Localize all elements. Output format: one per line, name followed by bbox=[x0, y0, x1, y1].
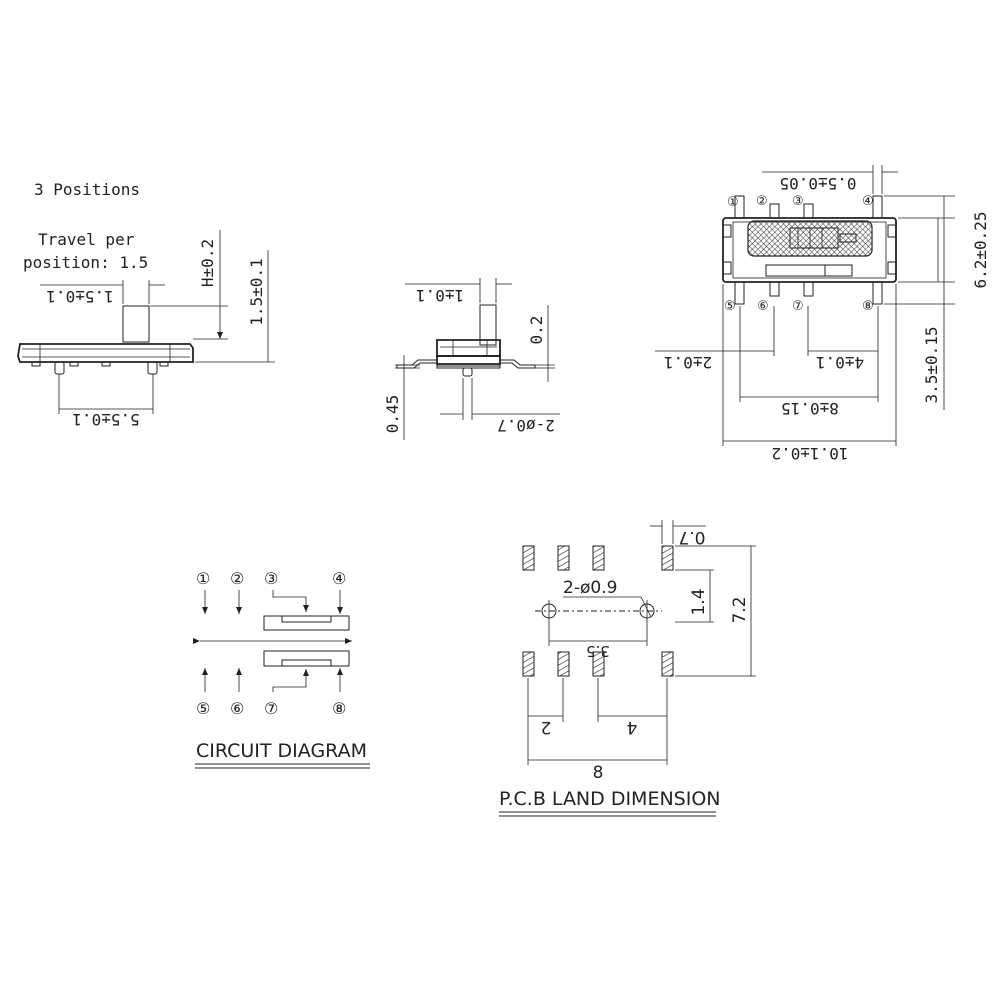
side-view: 1.5±0.1 H±0.2 1.5±0.1 5.5±0.1 bbox=[17, 230, 275, 429]
pcb-dim-pitch-4: 4 bbox=[627, 717, 638, 737]
pcb-pad-4 bbox=[661, 545, 674, 571]
circuit-pin-label-6: ⑥ bbox=[230, 699, 244, 718]
top-dim-pitch-4: 4±0.1 bbox=[816, 353, 864, 372]
travel-note-line2: position: 1.5 bbox=[23, 253, 148, 272]
top-pin-label-2: ② bbox=[756, 194, 768, 209]
end-view-post bbox=[462, 367, 473, 377]
pcb-dim-total-h: 7.2 bbox=[730, 596, 750, 623]
pcb-land: 2-ø0.9 3.5 0.7 1.4 7.2 2 4 bbox=[499, 520, 756, 817]
top-view-slot bbox=[765, 264, 853, 277]
circuit-diagram: ① ② ③ ④ ⑤ ⑥ ⑦ ⑧ CIRCUIT DIAGRAM bbox=[193, 569, 370, 769]
side-dim-knob-width: 1.5±0.1 bbox=[46, 287, 113, 306]
side-view-body bbox=[17, 343, 194, 363]
circuit-pin-label-8: ⑧ bbox=[332, 699, 346, 718]
pcb-dim-holes: 2-ø0.9 bbox=[563, 578, 617, 598]
circuit-pin-label-7: ⑦ bbox=[264, 699, 278, 718]
travel-note-line1: Travel per bbox=[38, 230, 135, 249]
top-dim-length: 10.1±0.2 bbox=[771, 444, 848, 463]
top-pin-label-5: ⑤ bbox=[724, 299, 736, 314]
circuit-pin-label-2: ② bbox=[230, 569, 244, 588]
top-pin-label-7: ⑦ bbox=[792, 299, 804, 314]
positions-note: 3 Positions bbox=[34, 180, 140, 199]
side-dim-pin-pitch: 5.5±0.1 bbox=[72, 410, 139, 429]
pcb-dim-pad: 0.7 bbox=[678, 527, 705, 547]
pcb-pad-8 bbox=[661, 651, 674, 677]
side-dim-height-h: H±0.2 bbox=[198, 239, 217, 287]
top-dim-span-8: 8±0.15 bbox=[781, 399, 839, 418]
side-view-post-right bbox=[147, 361, 158, 375]
top-view-body bbox=[722, 217, 897, 283]
end-dim-knob-width: 1±0.1 bbox=[416, 286, 464, 305]
top-pin-label-6: ⑥ bbox=[757, 299, 769, 314]
pcb-dim-hole-pitch: 3.5 bbox=[586, 642, 610, 660]
side-view-post-left bbox=[54, 361, 65, 375]
end-view-knob bbox=[479, 304, 497, 346]
top-dim-tab: 0.5±0.05 bbox=[779, 174, 856, 193]
end-view-housing bbox=[436, 339, 501, 357]
top-view: ① ② ③ ④ ⑤ ⑥ ⑦ ⑧ 0.5±0.05 6.2±0.25 3.5±0.… bbox=[655, 165, 990, 463]
notes-block: 3 Positions Travel per position: 1.5 bbox=[23, 180, 148, 272]
pcb-pad-3 bbox=[592, 545, 605, 571]
top-pin-label-4: ④ bbox=[862, 194, 874, 209]
pcb-pad-5 bbox=[522, 651, 535, 677]
side-dim-knob-height: 1.5±0.1 bbox=[247, 258, 266, 325]
top-dim-pitch-2: 2±0.1 bbox=[664, 353, 712, 372]
end-dim-lead: 0.45 bbox=[383, 395, 402, 434]
top-dim-lead-span: 3.5±0.15 bbox=[922, 326, 941, 403]
end-dim-post: 2-ø0.7 bbox=[497, 416, 555, 435]
pcb-land-title: P.C.B LAND DIMENSION bbox=[499, 788, 721, 810]
circuit-pin-label-3: ③ bbox=[264, 569, 278, 588]
pcb-pad-1 bbox=[522, 545, 535, 571]
pcb-dim-row-gap: 1.4 bbox=[689, 588, 709, 615]
pcb-pad-7 bbox=[592, 651, 605, 677]
top-pin-label-1: ① bbox=[727, 195, 739, 210]
side-view-knob bbox=[122, 305, 150, 343]
pcb-dim-total-w: 8 bbox=[593, 763, 604, 783]
circuit-pin-label-5: ⑤ bbox=[196, 699, 210, 718]
top-dim-width: 6.2±0.25 bbox=[971, 211, 990, 288]
end-view: 1±0.1 0.2 0.45 2-ø0.7 bbox=[383, 278, 560, 440]
pcb-pad-6 bbox=[557, 651, 570, 677]
top-pin-label-3: ③ bbox=[792, 194, 804, 209]
circuit-diagram-title: CIRCUIT DIAGRAM bbox=[196, 740, 367, 762]
pcb-dim-pitch-2: 2 bbox=[541, 717, 552, 737]
end-dim-offset: 0.2 bbox=[527, 316, 546, 345]
top-pin-label-8: ⑧ bbox=[862, 299, 874, 314]
pcb-pad-2 bbox=[557, 545, 570, 571]
circuit-pin-label-1: ① bbox=[196, 569, 210, 588]
circuit-contact-bottom bbox=[263, 650, 350, 667]
circuit-contact-top bbox=[263, 615, 350, 631]
circuit-pin-label-4: ④ bbox=[332, 569, 346, 588]
